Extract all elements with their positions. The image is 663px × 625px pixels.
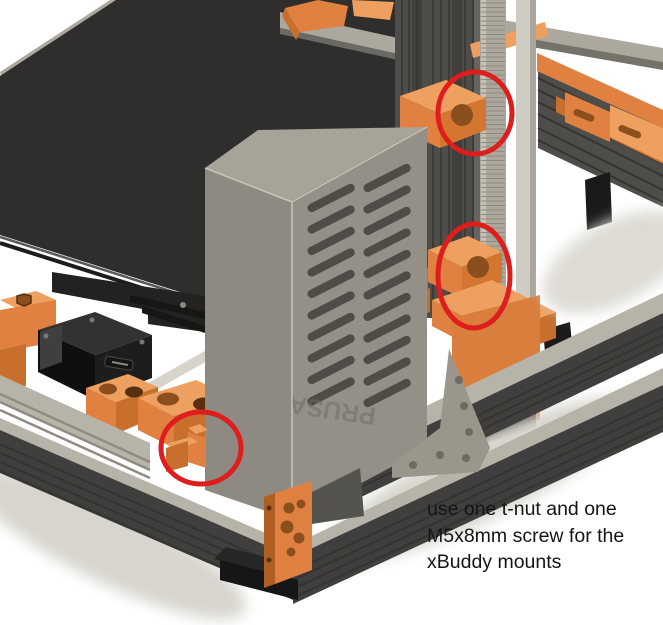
foot-front: [220, 560, 298, 600]
circle-top-z-bracket: [435, 69, 515, 157]
gusset-hole-4: [436, 451, 444, 459]
vent-grid: [307, 163, 411, 408]
y-bracket-hex: [16, 293, 32, 307]
box-top-edge-highlight: [204, 167, 293, 203]
gusset-hole-2: [460, 402, 468, 410]
annotation-circles: [158, 69, 515, 487]
xbuddy-mount-tab: [166, 424, 208, 472]
smooth-rod-shade: [530, 0, 536, 342]
z-extrusion-right-edge: [474, 0, 480, 318]
plate-screw-1: [266, 505, 272, 511]
gusset-hole-1: [455, 376, 463, 384]
bed-mount-left: [285, 0, 348, 32]
xbuddy-box: PRUSA: [204, 126, 428, 520]
gusset-face: [392, 349, 490, 478]
y-motor-screw-1: [43, 333, 49, 339]
bed-rear-mounts: [282, 0, 394, 40]
box-top-face: [205, 127, 427, 202]
note-line-3: xBuddy mounts: [427, 551, 562, 573]
note-line-2: M5x8mm screw for the: [427, 524, 625, 547]
bearing-hole-2: [125, 386, 143, 398]
z-top-bracket-notch: [451, 104, 473, 126]
y-rod: [136, 349, 214, 398]
y-extrusion: [0, 375, 151, 480]
gusset-hole-3: [465, 428, 473, 436]
corner-bracket-1: [585, 172, 612, 230]
y-motor-screw-3: [89, 317, 95, 323]
carriage-bar-2: [142, 306, 205, 333]
gusset-hole-6: [462, 454, 470, 462]
box-top-right-edge: [291, 126, 428, 203]
z-smooth-rod: [516, 0, 536, 342]
back-extrusion-shade: [280, 28, 398, 60]
carriage-screw: [180, 302, 186, 308]
bearing-hole-3: [157, 392, 179, 406]
z-middle-bracket-notch: [467, 256, 489, 278]
shadow-front-left: [0, 470, 246, 620]
carriage-bar-1: [130, 295, 205, 319]
z-extrusion-channel-2: [452, 0, 462, 318]
plate-cutout-3: [280, 520, 294, 534]
mount-slot-1: [573, 109, 595, 122]
circle-xbuddy-mount-tab: [158, 409, 244, 487]
plate-cutout-5: [286, 547, 296, 557]
y-motor-screw-2: [139, 339, 145, 345]
gusset-plate: [392, 349, 490, 478]
corner-plate-face: [275, 481, 312, 584]
corner-plate: [264, 481, 312, 588]
rail-fl-top: [0, 418, 293, 557]
note-text: use one t-nut and one M5x8mm screw for t…: [427, 496, 652, 576]
box-left-face: [205, 168, 292, 520]
bed-arm-upper: [537, 53, 663, 128]
y-ext-ridges: [0, 392, 151, 480]
plate-cutout-2: [296, 499, 306, 509]
note-line-1: use one t-nut and one: [427, 498, 617, 520]
y-motor-top: [38, 312, 152, 355]
circle-middle-z-bracket: [435, 221, 513, 331]
bearing-block-1-top: [86, 374, 158, 402]
tab-vertical: [188, 432, 206, 468]
plate-cutout-1: [283, 502, 295, 514]
bed-mount-left-side: [282, 8, 300, 40]
bearing-hole-1: [99, 383, 117, 395]
tab-vertical-top: [188, 424, 208, 434]
rail-fr-grooves: [292, 398, 663, 599]
plate-cutout-4: [293, 532, 305, 544]
mount-slot-2: [618, 125, 642, 139]
tab-horizontal: [166, 441, 188, 472]
corner-plate-edge: [264, 493, 275, 588]
z-top-bracket-front: [400, 96, 440, 148]
bed-mount-right: [352, 0, 394, 20]
shadow-right: [542, 210, 663, 314]
y-carriage-plate: [52, 272, 205, 333]
gusset-hole-5: [409, 461, 417, 469]
plate-screw-2: [266, 557, 272, 563]
gusset-cast-shadow: [312, 468, 364, 524]
bearing-block-1-front: [86, 388, 116, 434]
motor-logo-glyph: [111, 361, 129, 366]
